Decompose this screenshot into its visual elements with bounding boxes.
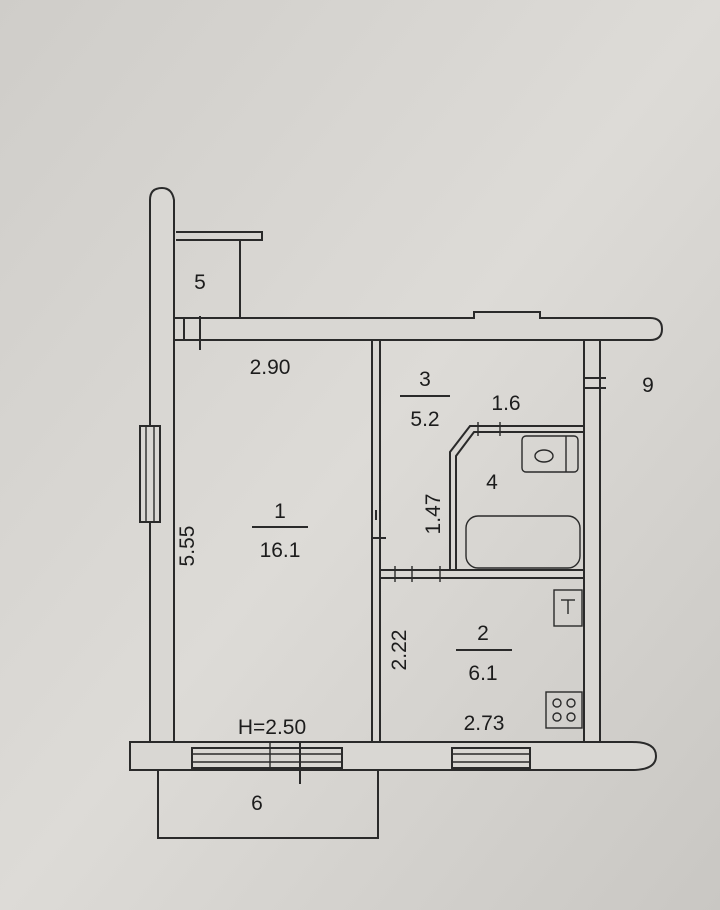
window-left — [139, 425, 161, 523]
bath-width-label: 1.6 — [491, 392, 520, 415]
balcony-top — [176, 231, 263, 318]
room-2-number: 2 — [477, 622, 489, 645]
room-3-area: 5.2 — [410, 408, 439, 431]
wall-top — [173, 311, 664, 341]
partition-horizontal — [379, 569, 585, 579]
bath-length-label: 1.47 — [422, 494, 445, 535]
door-balcony — [183, 316, 201, 350]
room2-width-label: 2.73 — [464, 712, 505, 735]
wall-right — [583, 339, 601, 743]
room-1-number: 1 — [274, 500, 286, 523]
bathroom-wall — [449, 425, 585, 571]
kitchen-sink — [553, 589, 583, 627]
room-3-number: 3 — [419, 368, 431, 391]
room-6-number: 6 — [251, 792, 263, 815]
room1-width-label: 2.90 — [250, 356, 291, 379]
room1-length-label: 5.55 — [176, 526, 199, 567]
room-2-area: 6.1 — [468, 662, 497, 685]
toilet — [521, 435, 579, 473]
wall-left — [149, 186, 175, 769]
partition-vertical — [371, 339, 381, 743]
room-4-number: 4 — [486, 471, 498, 494]
ceiling-height-label: H=2.50 — [238, 716, 306, 739]
room-9-number: 9 — [642, 374, 654, 397]
stove — [545, 691, 583, 729]
room-1-area: 16.1 — [260, 539, 301, 562]
bathtub — [465, 515, 581, 569]
room2-length-label: 2.22 — [388, 630, 411, 671]
window-bottom-room2 — [451, 747, 531, 769]
loggia-bottom — [157, 742, 379, 839]
window-bottom-room1 — [191, 742, 343, 770]
room-5-number: 5 — [194, 271, 206, 294]
wall-right-marks — [584, 377, 606, 389]
